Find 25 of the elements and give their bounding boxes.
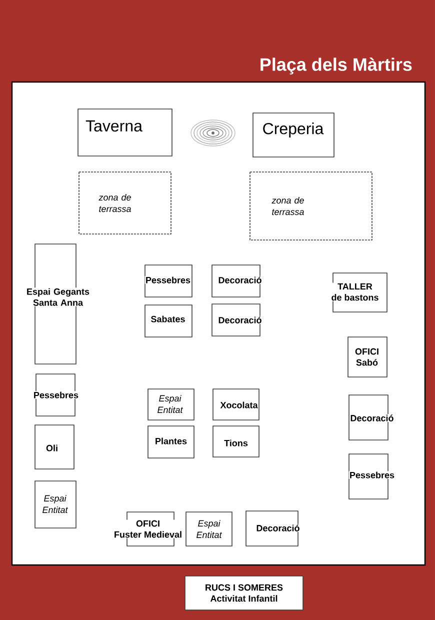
stall-box: Creperia (252, 112, 334, 158)
stall-box: Pessebres (144, 264, 192, 298)
stall-box: Plantes (148, 426, 194, 458)
stall-box: Decoració (348, 394, 394, 440)
stall-box: Espai Entitat (186, 512, 232, 546)
stall-box: Tions (212, 426, 260, 458)
stall-box: Oli (34, 424, 74, 470)
stall-box: zona de terrassa (78, 172, 172, 234)
stall-box: Taverna (78, 108, 172, 156)
stall-box: Sabates (144, 304, 192, 338)
stall-box: Pessebres (348, 454, 396, 500)
stall-box: Espai Gegants Santa Anna (24, 244, 92, 364)
stall-box: Decoració (212, 304, 262, 336)
stall-box: OFICI Sabó (348, 336, 388, 378)
stall-box: Pessebres (32, 374, 80, 416)
stall-box: Decoració (246, 510, 300, 546)
stall-box: OFICI Fuster Medieval (113, 512, 183, 546)
stall-box: TALLER de bastons (330, 272, 388, 312)
stall-box: zona de terrassa (250, 172, 372, 240)
stall-box: Xocolata (212, 388, 260, 420)
stall-box: Decoració (212, 264, 262, 298)
stall-box: Espai Entitat (148, 388, 194, 420)
stall-box: RUCS I SOMERES Activitat Infantil (184, 576, 304, 610)
stall-box: Espai Entitat (34, 480, 76, 528)
title: Plaça dels Màrtirs (260, 58, 412, 74)
